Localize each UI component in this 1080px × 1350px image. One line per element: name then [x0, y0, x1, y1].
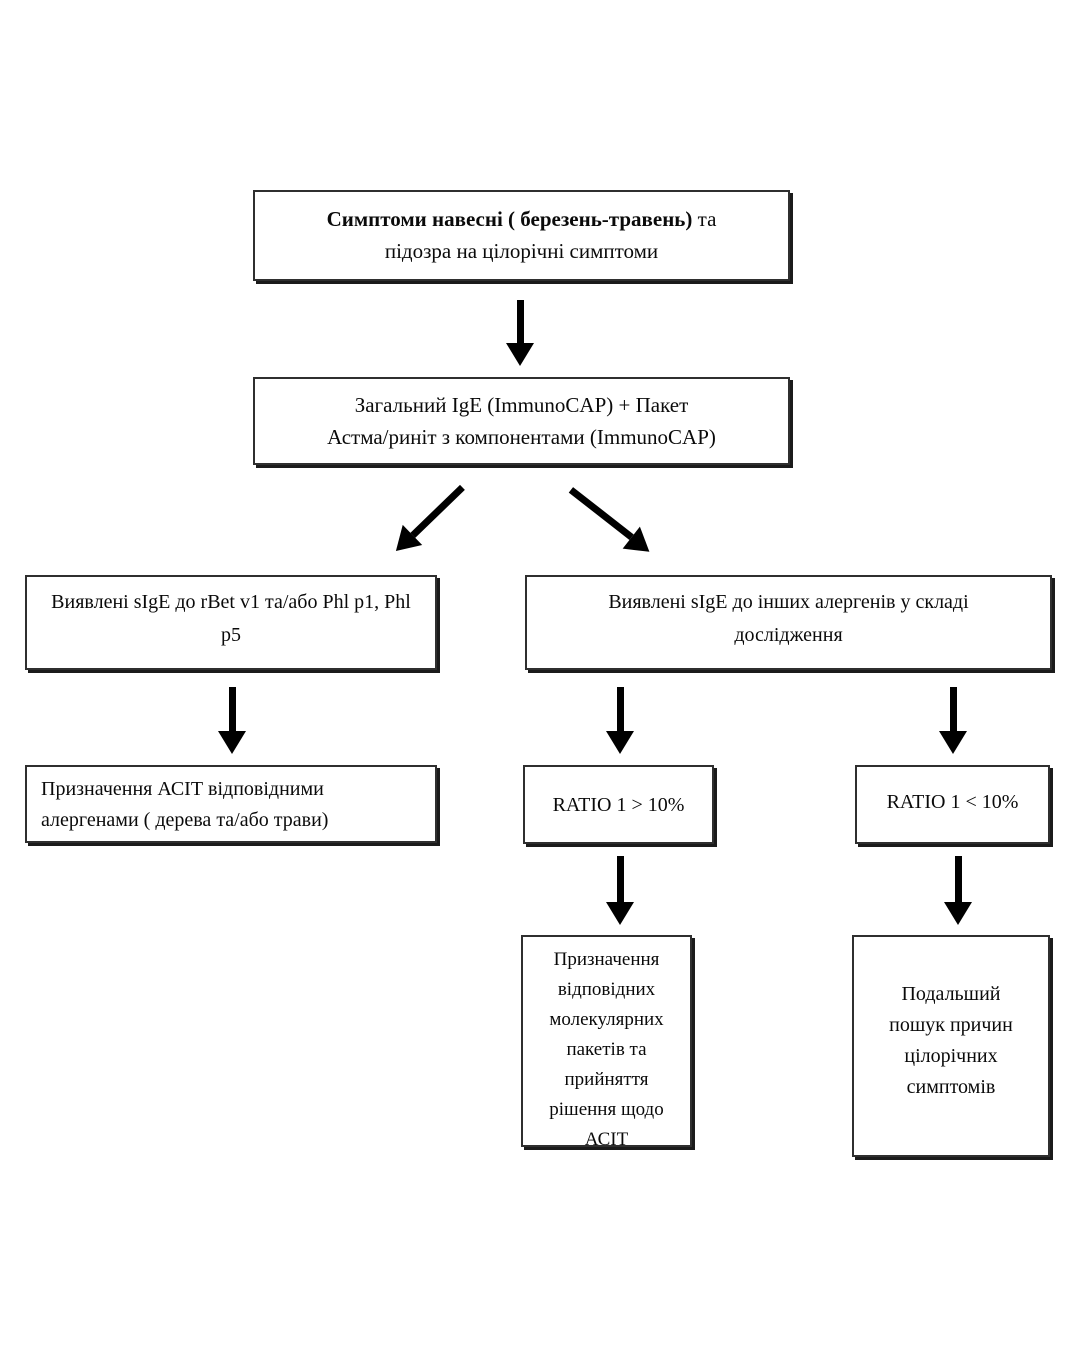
node-spring-symptoms-line1: Симптоми навесні ( березень-травень) та [255, 203, 788, 235]
node-molecular-line2: відповідних [557, 979, 656, 1000]
arrow-head-icon [218, 731, 246, 754]
arrow-sige-other-to-ratio-gt [606, 687, 634, 754]
node-spring-symptoms-rest-text: та [692, 207, 717, 231]
node-spring-symptoms: Симптоми навесні ( березень-травень) та … [253, 190, 790, 281]
node-further-search-line4: симптомів [906, 1076, 996, 1098]
arrow-sige-other-to-ratio-lt [939, 687, 967, 754]
arrow-shaft [568, 487, 634, 541]
node-ratio-less-10-text: RATIO 1 < 10% [886, 791, 1019, 813]
arrow-head-icon [606, 731, 634, 754]
node-sige-bet-line2: p5 [221, 624, 241, 646]
arrow-head-icon [506, 343, 534, 366]
node-total-ige-line1: Загальний IgE (ImmunoCAP) + Пакет [354, 393, 689, 417]
node-molecular-line6: рішення щодо [549, 1099, 664, 1120]
node-sige-other-allergens: Виявлені sIgE до інших алергенів у склад… [525, 575, 1052, 670]
node-sige-bet-line1: Виявлені sIgE до rBet v1 та/або Phl p1, … [51, 591, 411, 613]
node-molecular-line5: прийняття [564, 1069, 649, 1090]
node-total-ige-line2: Астма/риніт з компонентами (ImmunoCAP) [327, 425, 716, 449]
node-further-search-line1: Подальший [901, 983, 1001, 1005]
arrow-sige-bet-to-asit [218, 687, 246, 754]
node-molecular-line3: молекулярних [549, 1009, 664, 1030]
arrow-ratio-lt-to-further-search [944, 856, 972, 925]
arrow-shaft [616, 856, 624, 902]
node-asit-line1: Призначення АСІТ відповідними [41, 778, 324, 800]
node-molecular-line4: пакетів та [566, 1039, 647, 1060]
arrow-ige-to-sige-bet [386, 477, 472, 562]
node-further-search-line2: пошук причин [889, 1014, 1013, 1036]
node-asit-line2: алергенами ( дерева та/або трави) [41, 809, 329, 831]
node-ratio-greater-10: RATIO 1 > 10% [523, 765, 714, 844]
node-sige-other-line1: Виявлені sIgE до інших алергенів у склад… [608, 591, 969, 613]
node-ratio-greater-10-text: RATIO 1 > 10% [552, 794, 685, 816]
arrow-shaft [228, 687, 236, 731]
arrow-shaft [516, 300, 524, 343]
arrow-shaft [954, 856, 962, 902]
node-total-ige-panel: Загальний IgE (ImmunoCAP) + Пакет Астма/… [253, 377, 790, 465]
node-asit-prescription: Призначення АСІТ відповідними алергенами… [25, 765, 437, 843]
arrow-ratio-gt-to-molecular [606, 856, 634, 925]
node-sige-other-line2: дослідження [734, 624, 843, 646]
node-ratio-less-10: RATIO 1 < 10% [855, 765, 1050, 844]
arrow-symptoms-to-ige [506, 300, 534, 366]
node-molecular-line1: Призначення [553, 949, 660, 970]
node-spring-symptoms-line2: підозра на цілорічні симптоми [384, 239, 659, 263]
arrow-head-icon [606, 902, 634, 925]
node-further-search: Подальший пошук причин цілорічних симпто… [852, 935, 1050, 1157]
arrow-shaft [949, 687, 957, 731]
arrow-head-icon [939, 731, 967, 754]
node-spring-symptoms-bold-text: Симптоми навесні ( березень-травень) [326, 207, 693, 231]
arrow-head-icon [944, 902, 972, 925]
node-further-search-line3: цілорічних [904, 1045, 998, 1067]
node-molecular-panels: Призначення відповідних молекулярних пак… [521, 935, 692, 1150]
arrow-shaft [410, 484, 465, 538]
node-molecular-line7: АСІТ [584, 1129, 629, 1150]
node-sige-bet-phl: Виявлені sIgE до rBet v1 та/або Phl p1, … [25, 575, 437, 670]
arrow-ige-to-sige-other [562, 479, 659, 563]
arrow-shaft [616, 687, 624, 731]
